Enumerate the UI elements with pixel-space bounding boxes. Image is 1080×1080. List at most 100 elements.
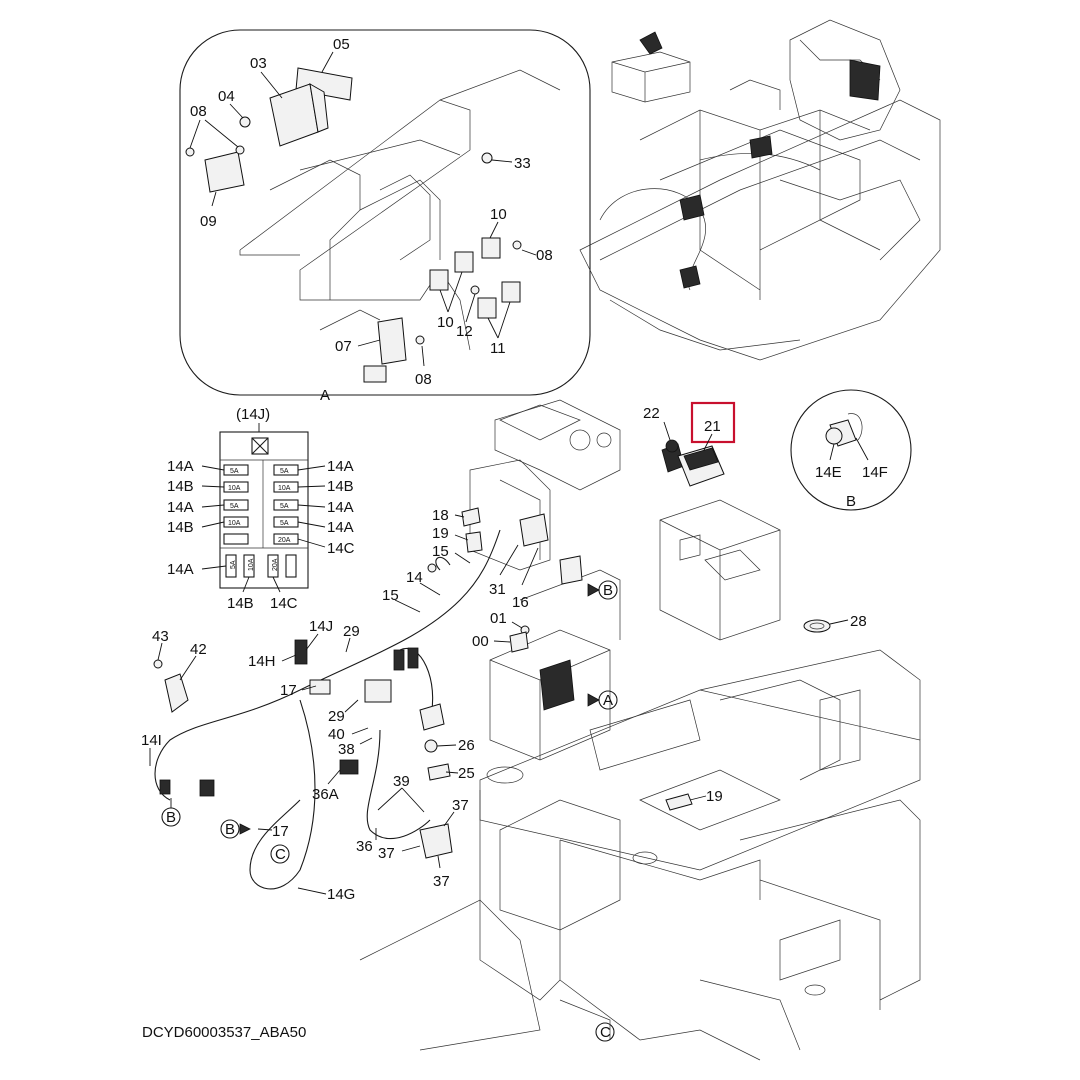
callout-42: 42 — [190, 641, 207, 658]
callout-19: 19 — [432, 525, 449, 542]
fuse-rating: 5A — [280, 503, 289, 510]
bracket-42-icon — [164, 673, 189, 713]
bolt-icon — [239, 116, 251, 128]
fuse-label: 14A — [327, 458, 354, 475]
fuse-label: 14B — [327, 478, 354, 495]
fuse-label: 14B — [167, 519, 194, 536]
callout-09: 09 — [200, 213, 217, 230]
callout-18: 18 — [432, 507, 449, 524]
parts-21-22: 22 21 — [643, 401, 736, 487]
fuse-rating: 10A — [228, 520, 241, 527]
callout-07: 07 — [335, 338, 352, 355]
callout-26: 26 — [458, 737, 475, 754]
callout-15: 15 — [382, 587, 399, 604]
grommet-icon — [803, 619, 831, 633]
fuse-slot-empty — [285, 554, 297, 578]
callout-31: 31 — [489, 581, 506, 598]
callout-43: 43 — [152, 628, 169, 645]
callout-22: 22 — [643, 405, 660, 422]
callout-10: 10 — [490, 206, 507, 223]
detail-a-frame — [179, 29, 591, 396]
highlight-box — [690, 401, 736, 444]
callout-14i: 14I — [141, 732, 162, 749]
sensor-icon — [377, 317, 407, 365]
arrow-icon — [587, 583, 600, 597]
fuse-box-cross-icon — [251, 437, 269, 455]
circle-refs: B B B A C C — [161, 580, 618, 1042]
fuse-label: 14A — [327, 499, 354, 516]
drawing-code: DCYD60003537_ABA50 — [142, 1024, 306, 1041]
callout-16: 16 — [512, 594, 529, 611]
fuse-right-col: 5A 10A 5A 5A 20A — [273, 464, 299, 545]
fuse-rating: 10A — [248, 558, 255, 571]
fuse-rating: 20A — [278, 537, 291, 544]
ref-c-circle — [270, 844, 290, 864]
fuse-label: 14B — [227, 595, 254, 612]
main-frame: 28 19 — [359, 399, 921, 1061]
detail-b-frame — [790, 389, 912, 511]
callout-14h: 14H — [248, 653, 276, 670]
callout-29: 29 — [328, 708, 345, 725]
callout-38: 38 — [338, 741, 355, 758]
fuse-rating: 5A — [230, 560, 237, 569]
bolt-icon — [481, 152, 493, 164]
callout-25: 25 — [458, 765, 475, 782]
relay-icon — [481, 237, 501, 259]
callout-36a: 36A — [312, 786, 339, 803]
module-icon — [269, 83, 319, 147]
callout-03: 03 — [250, 55, 267, 72]
fuse-bottom-row: 5A 10A 20A — [225, 554, 297, 578]
callout-14e: 14E — [815, 464, 842, 481]
ref-b: B — [603, 582, 613, 599]
detail-view-a: 05 03 04 08 09 33 10 08 10 12 11 07 08 A — [179, 29, 591, 404]
fuse-rating: 5A — [230, 468, 239, 475]
callout-11: 11 — [490, 340, 506, 357]
callout-21: 21 — [704, 418, 721, 435]
arrow-icon — [587, 693, 600, 707]
callout-10: 10 — [437, 314, 454, 331]
fuse-label: 14A — [167, 561, 194, 578]
callout-14: 14 — [406, 569, 423, 586]
callout-12: 12 — [456, 323, 473, 340]
fuse-rating: 5A — [280, 468, 289, 475]
callout-17: 17 — [280, 682, 297, 699]
ref-b: B — [225, 821, 235, 838]
callout-37: 37 — [433, 873, 450, 890]
connector-icon — [364, 679, 392, 703]
arrow-icon — [239, 823, 251, 835]
callout-39: 39 — [393, 773, 410, 790]
callout-37: 37 — [378, 845, 395, 862]
ref-b-circle — [220, 819, 240, 839]
fuse-rating: 10A — [228, 485, 241, 492]
callout-19: 19 — [706, 788, 723, 805]
callout-01: 01 — [490, 610, 507, 627]
ref-c: C — [600, 1024, 611, 1041]
ref-b: B — [166, 809, 176, 826]
overview-machine — [579, 19, 941, 361]
main-harness — [153, 507, 583, 890]
callout-14f: 14F — [862, 464, 888, 481]
relay-icon — [204, 151, 245, 193]
callout-08: 08 — [415, 371, 432, 388]
callout-08: 08 — [190, 103, 207, 120]
callout-29: 29 — [343, 623, 360, 640]
callout-28: 28 — [850, 613, 867, 630]
fuse-label: 14C — [270, 595, 298, 612]
orientation-cube-icon — [611, 51, 691, 103]
callouts-main: 18 19 15 14 15 31 16 01 00 43 42 14J 29 … — [141, 507, 539, 903]
detail-view-b: 14E 14F B — [790, 389, 912, 511]
ref-c-circle — [595, 1022, 615, 1042]
connector-14h-icon — [294, 639, 308, 665]
callout-00: 00 — [472, 633, 489, 650]
fuse-slot-empty — [223, 533, 249, 545]
view-a-label: A — [320, 387, 330, 404]
fuse-left-col: 5A 10A 5A 10A — [223, 464, 249, 545]
fuse-rating: 5A — [230, 503, 239, 510]
callout-14g: 14G — [327, 886, 355, 903]
fuse-label: 14A — [167, 499, 194, 516]
callout-37: 37 — [452, 797, 469, 814]
fuse-label: 14B — [167, 478, 194, 495]
fuse-label: 14A — [327, 519, 354, 536]
